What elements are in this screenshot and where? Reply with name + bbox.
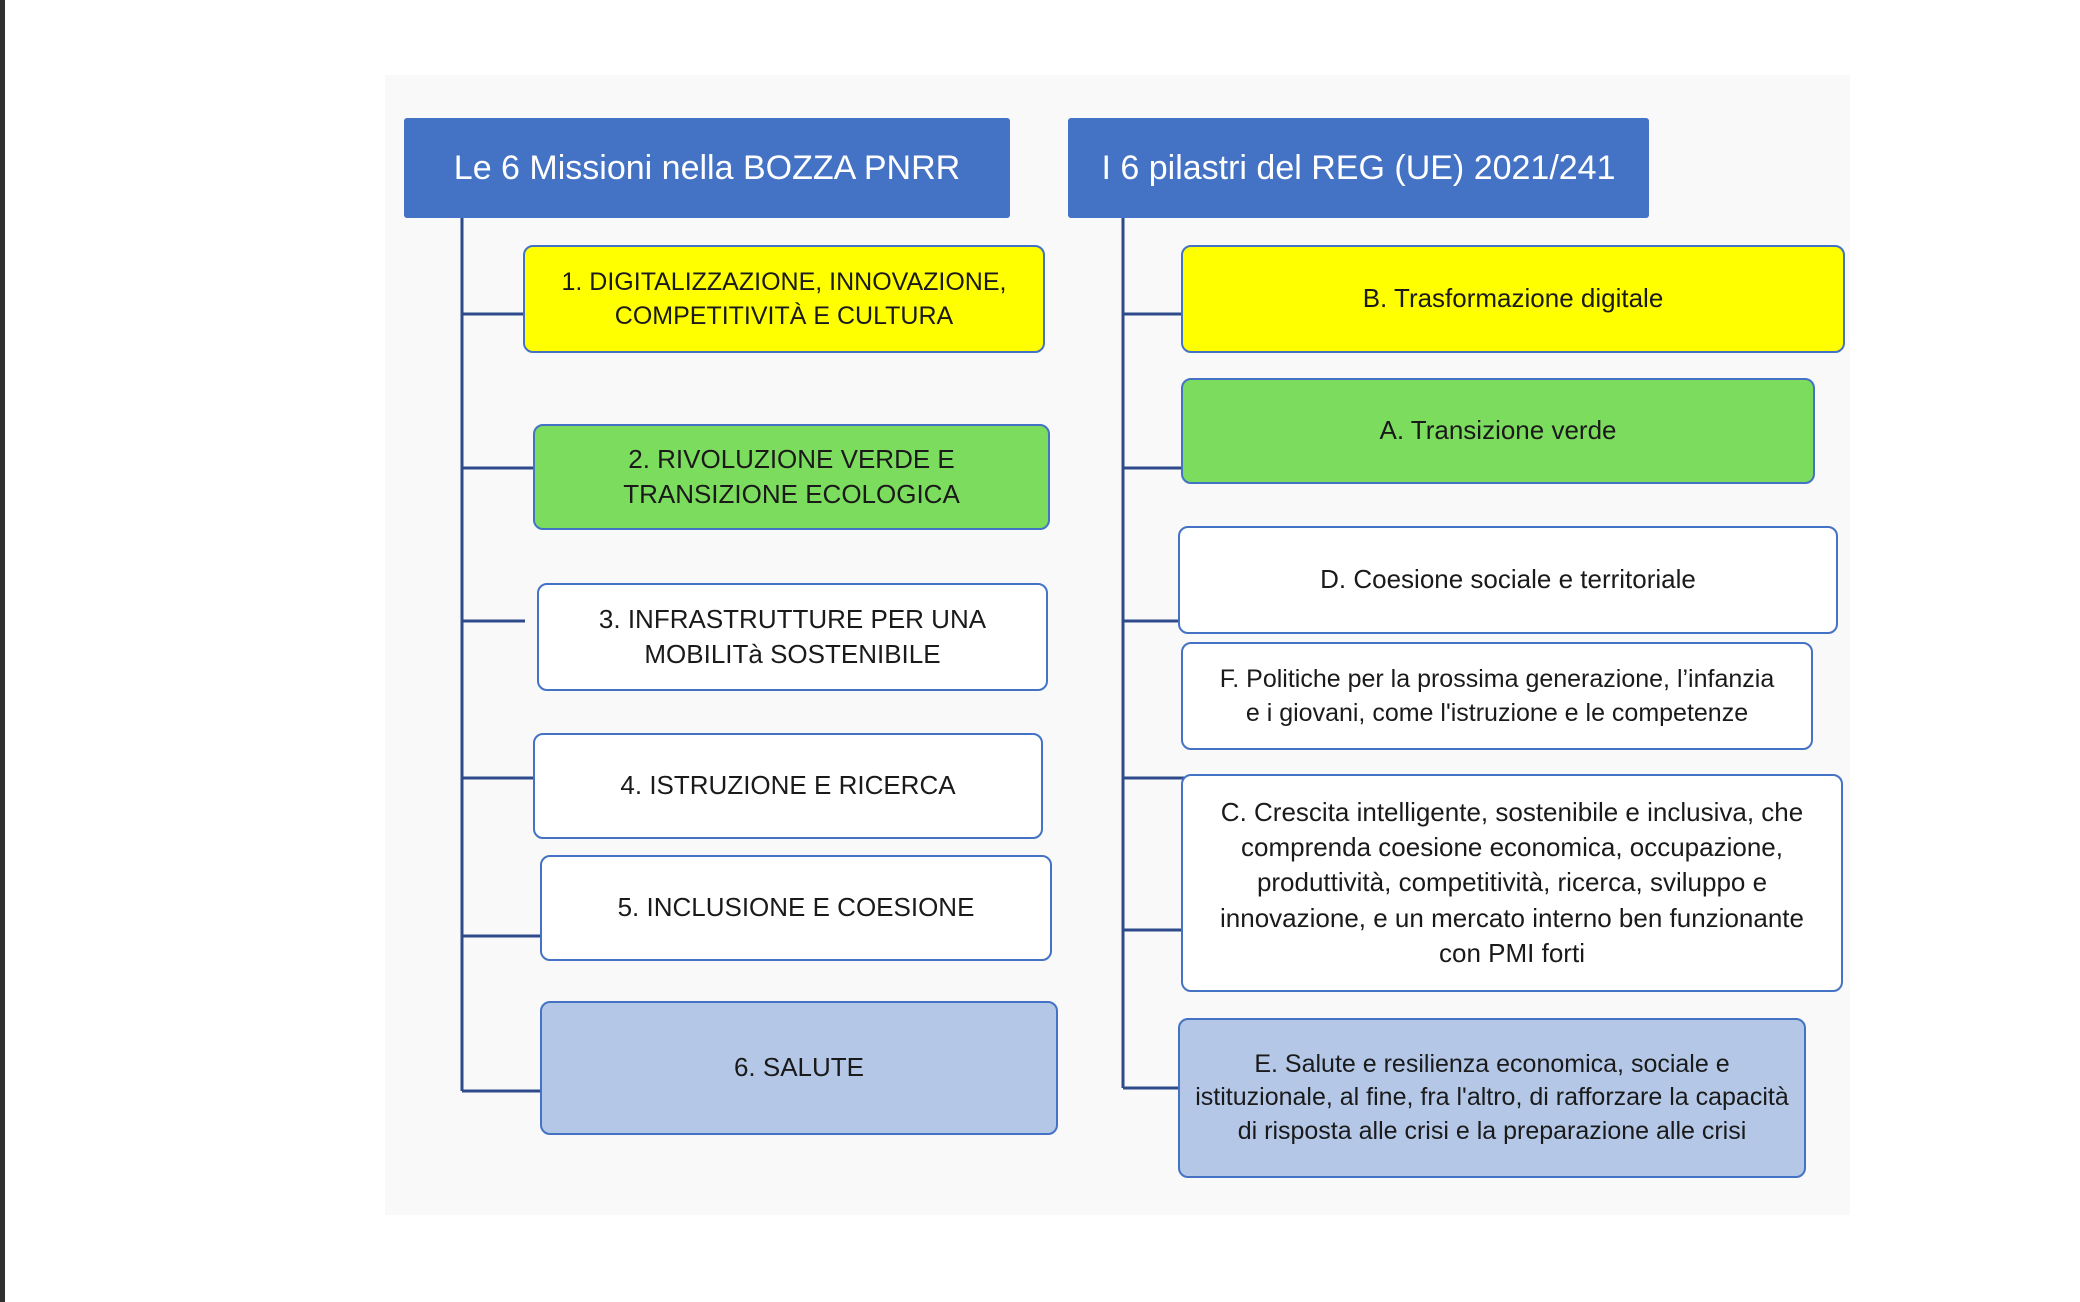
mission-5-box: 5. INCLUSIONE E COESIONE (540, 855, 1052, 961)
pillar-d-label: D. Coesione sociale e territoriale (1320, 564, 1696, 595)
right-header: I 6 pilastri del REG (UE) 2021/241 (1068, 118, 1649, 218)
pillar-e-box: E. Salute e resilienza economica, social… (1178, 1018, 1806, 1178)
pillar-b-label: B. Trasformazione digitale (1362, 283, 1664, 314)
mission-6-box: 6. SALUTE (540, 1001, 1058, 1135)
window-edge (0, 0, 5, 1302)
left-header-title: Le 6 Missioni nella BOZZA PNRR (453, 148, 961, 187)
pillar-c-box: C. Crescita intelligente, sostenibile e … (1181, 774, 1843, 992)
mission-5-label: 5. INCLUSIONE E COESIONE (617, 892, 975, 923)
mission-4-label: 4. ISTRUZIONE E RICERCA (620, 770, 956, 801)
pillar-a-label: A. Transizione verde (1379, 415, 1617, 446)
mission-2-label: 2. RIVOLUZIONE VERDE E TRANSIZIONE ECOLO… (623, 443, 960, 509)
mission-6-label: 6. SALUTE (733, 1052, 865, 1083)
pillar-f-label: F. Politiche per la prossima generazione… (1219, 664, 1775, 728)
pillar-a-box: A. Transizione verde (1181, 378, 1815, 484)
mission-2-box: 2. RIVOLUZIONE VERDE E TRANSIZIONE ECOLO… (533, 424, 1050, 530)
pillar-b-box: B. Trasformazione digitale (1181, 245, 1845, 353)
pillar-e-label: E. Salute e resilienza economica, social… (1195, 1049, 1789, 1145)
mission-1-box: 1. DIGITALIZZAZIONE, INNOVAZIONE, COMPET… (523, 245, 1045, 353)
left-header: Le 6 Missioni nella BOZZA PNRR (404, 118, 1010, 218)
mission-1-label: 1. DIGITALIZZAZIONE, INNOVAZIONE, COMPET… (561, 267, 1007, 331)
mission-3-box: 3. INFRASTRUTTURE PER UNA MOBILITà SOSTE… (537, 583, 1048, 691)
mission-4-box: 4. ISTRUZIONE E RICERCA (533, 733, 1043, 839)
right-header-title: I 6 pilastri del REG (UE) 2021/241 (1101, 148, 1616, 187)
pillar-d-box: D. Coesione sociale e territoriale (1178, 526, 1838, 634)
mission-3-label: 3. INFRASTRUTTURE PER UNA MOBILITà SOSTE… (598, 603, 987, 669)
pillar-f-box: F. Politiche per la prossima generazione… (1181, 642, 1813, 750)
pillar-c-label: C. Crescita intelligente, sostenibile e … (1220, 796, 1804, 969)
